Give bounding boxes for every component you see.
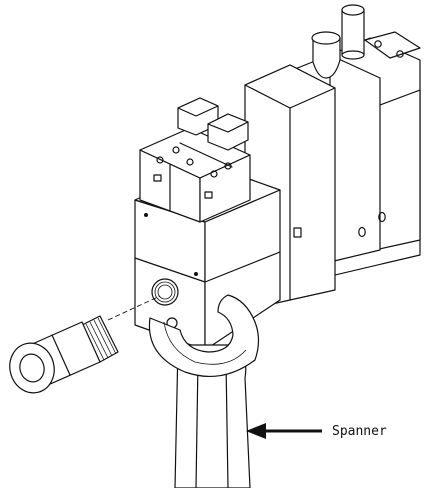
fitting-connector (9, 295, 161, 394)
spanner-arrow (246, 423, 322, 439)
spanner-tool (148, 294, 260, 488)
spanner-label: Spanner (332, 424, 387, 439)
